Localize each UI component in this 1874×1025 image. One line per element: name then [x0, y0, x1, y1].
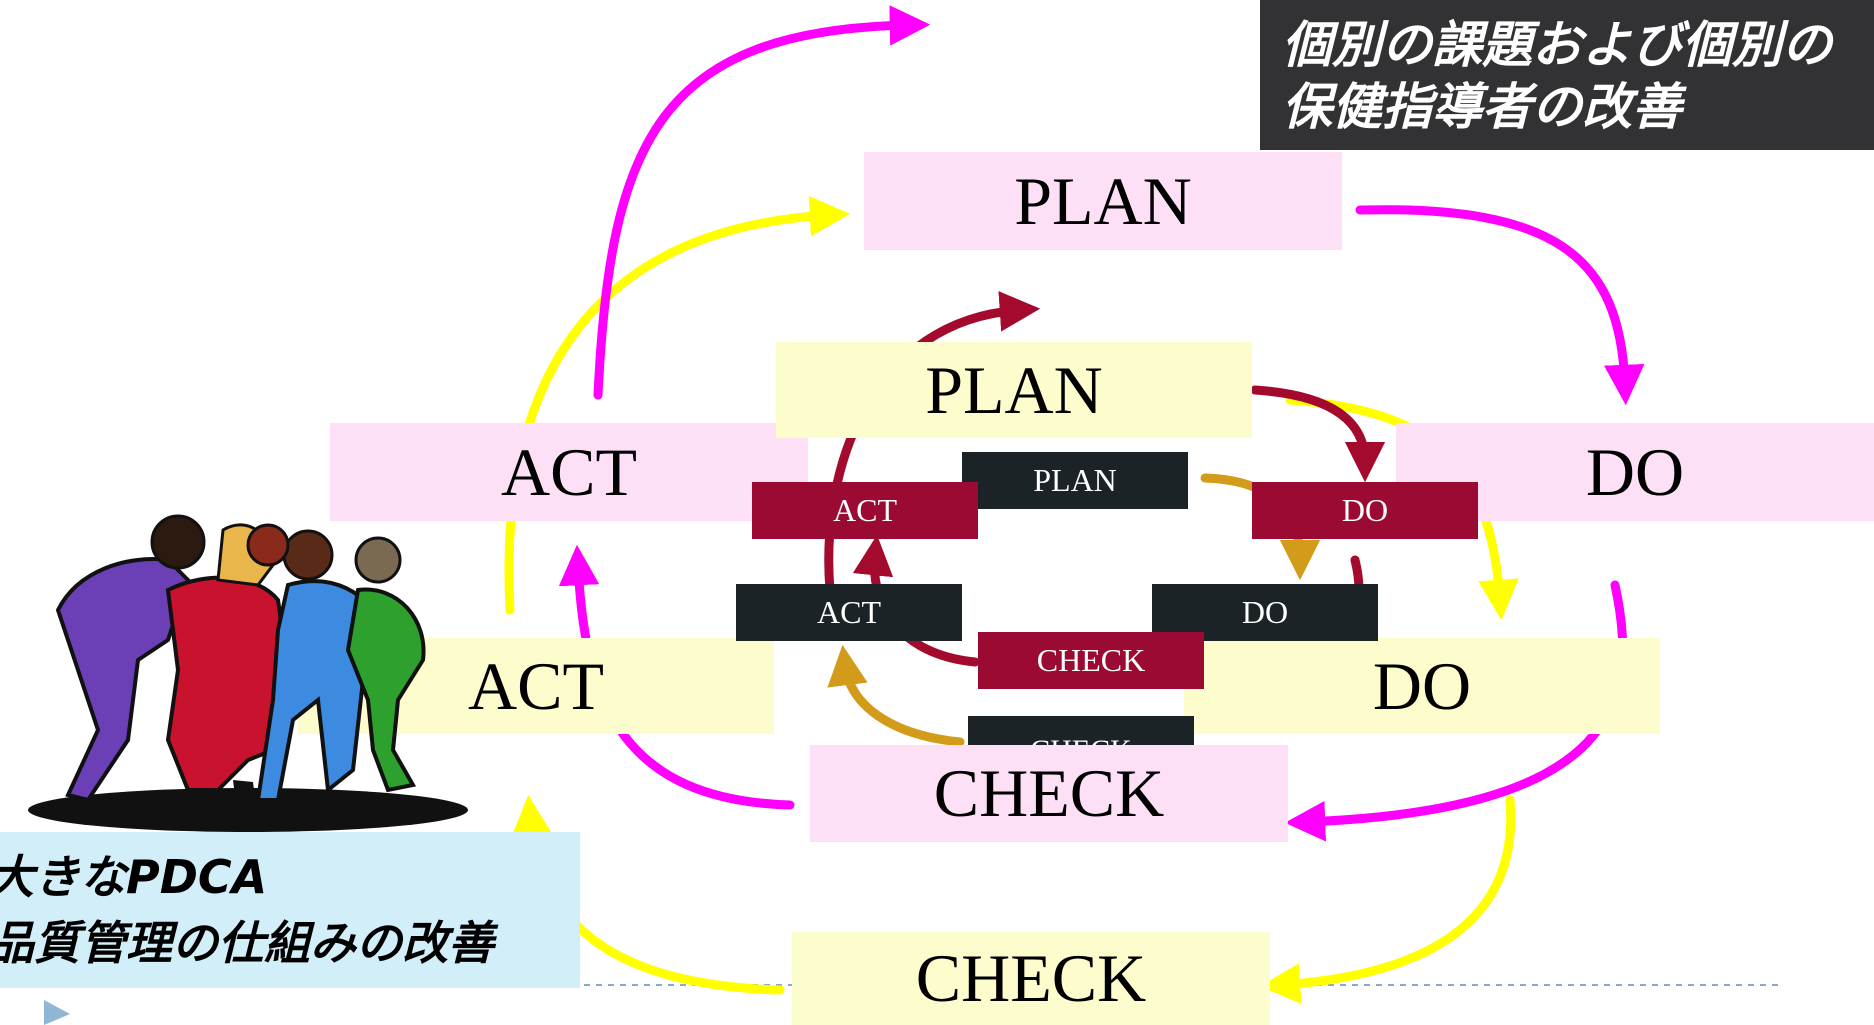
third-check-label: CHECK [1036, 642, 1146, 678]
second-do-box: DO [1184, 638, 1660, 734]
inner-plan-box: PLAN [962, 452, 1188, 509]
yellow-arrow-act-to-plan [504, 195, 851, 615]
second-plan-label: PLAN [925, 351, 1103, 428]
inner-do-box: DO [1152, 584, 1378, 641]
inner-plan-label: PLAN [1033, 462, 1117, 498]
outer-act-label: ACT [501, 433, 637, 510]
individual-note-line2: 保健指導者の改善 [1282, 78, 1682, 136]
outer-check-label: CHECK [933, 755, 1165, 831]
second-plan-box: PLAN [776, 342, 1252, 438]
maroon-arrow-plan-to-do [1250, 385, 1386, 483]
triangle-bullet-icon [44, 1000, 70, 1025]
outer-plan-box: PLAN [864, 152, 1342, 250]
gold-arrow-check-to-act [827, 644, 965, 747]
team-huddle-clipart [28, 514, 468, 832]
third-do-box: DO [1252, 482, 1478, 539]
outer-act-box: ACT [330, 423, 808, 521]
second-act-label: ACT [468, 647, 604, 724]
third-do-label: DO [1341, 492, 1389, 528]
big-pdca-note-line1: 大きなPDCA [0, 850, 268, 904]
big-pdca-note: 大きなPDCA 品質管理の仕組みの改善 [0, 832, 580, 988]
second-do-label: DO [1372, 647, 1472, 724]
magenta-arrow-plan-to-do [1355, 205, 1645, 406]
yellow-arrow-do-to-check [1259, 795, 1516, 1004]
outer-check-box: CHECK [810, 745, 1288, 842]
second-check-box: CHECK [792, 932, 1270, 1025]
individual-improvement-note: 個別の課題および個別の 保健指導者の改善 [1260, 0, 1874, 150]
outer-plan-label: PLAN [1014, 162, 1192, 239]
big-pdca-note-line2: 品質管理の仕組みの改善 [0, 916, 494, 970]
inner-act-box: ACT [736, 584, 962, 641]
outer-do-label: DO [1585, 433, 1685, 510]
magenta-arrow-do-to-check [1284, 580, 1628, 842]
inner-do-label: DO [1241, 594, 1289, 630]
second-check-label: CHECK [915, 940, 1147, 1016]
third-act-box: ACT [752, 482, 978, 539]
third-check-box: CHECK [978, 632, 1204, 689]
inner-act-label: ACT [817, 594, 881, 630]
individual-note-line1: 個別の課題および個別の [1282, 16, 1832, 74]
third-act-label: ACT [833, 492, 897, 528]
magenta-arrow-act-to-next [593, 5, 931, 400]
